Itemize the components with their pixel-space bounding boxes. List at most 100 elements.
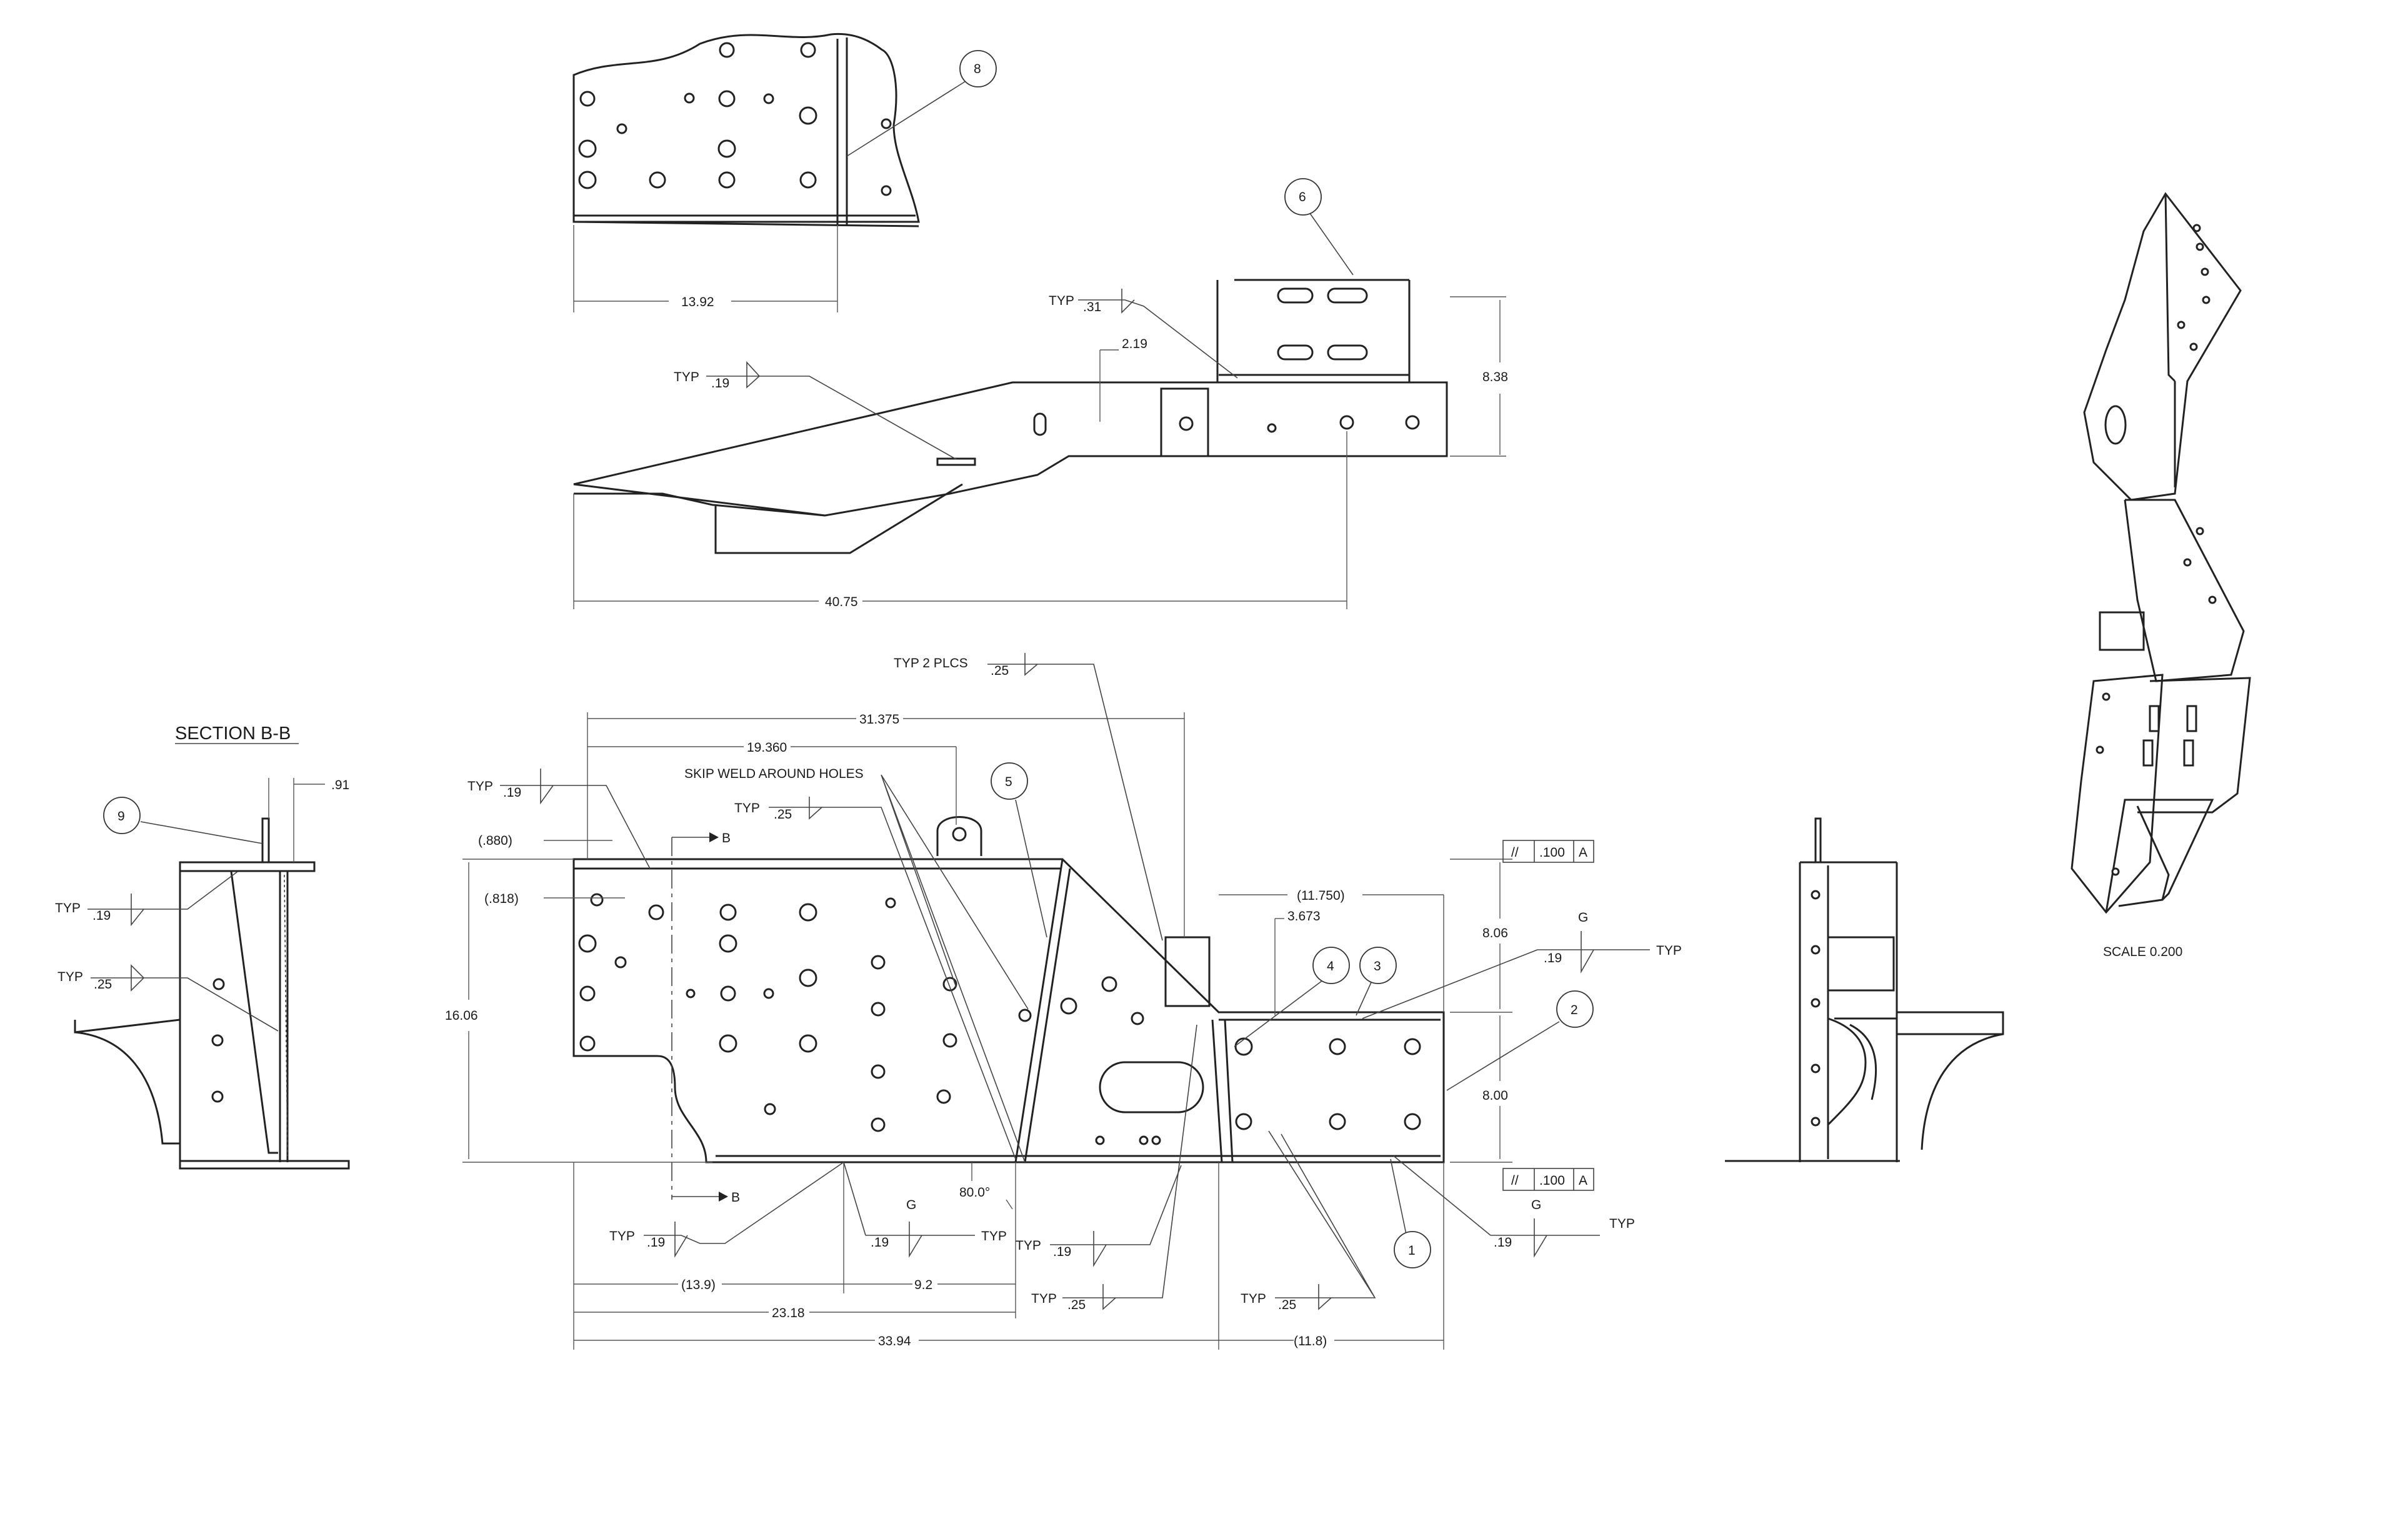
weld-typ-text: TYP — [1656, 944, 1682, 958]
dim-side-offset: 2.19 — [1122, 337, 1147, 351]
weld-size-text: .25 — [1278, 1298, 1296, 1312]
section-bb-view: SECTION B-B .91 9 TYP .19 TY — [55, 724, 350, 1170]
weld-g-text: G — [1531, 1198, 1541, 1212]
balloon-8: 8 — [846, 50, 997, 157]
dim-19360: 19.360 — [747, 740, 787, 755]
balloon-9: 9 — [103, 797, 263, 844]
dim-800: 8.00 — [1482, 1088, 1508, 1103]
top-width-dimension: 13.92 — [573, 225, 838, 312]
weld-typ-text: TYP — [674, 370, 699, 384]
top-view-holes — [578, 42, 892, 196]
weld-size-text: .25 — [1067, 1298, 1086, 1312]
weld-callout-left-19: TYP .19 — [467, 769, 651, 869]
weld-size-text: .19 — [871, 1235, 889, 1250]
side-view-slots — [936, 287, 1420, 466]
dim-806: 8.06 — [1482, 926, 1508, 940]
weld-size-text: .19 — [711, 376, 729, 391]
weld-size-text: .19 — [1053, 1245, 1071, 1259]
section-marker-bottom: B — [672, 1190, 740, 1205]
section-marker-bottom-label: B — [731, 1190, 740, 1205]
side-dimensions: 8.38 2.19 40.75 — [573, 296, 1508, 609]
weld-callout-bottom-19-g: .19 G TYP — [843, 1162, 1007, 1258]
weld-g-text: G — [906, 1198, 916, 1212]
weld-typ-text: TYP — [734, 801, 760, 815]
top-view: 13.92 8 — [572, 32, 997, 312]
weld-typ-text: TYP — [1049, 294, 1074, 308]
section-title: SECTION B-B — [175, 724, 291, 744]
weld-size-text: .19 — [1544, 951, 1562, 965]
weld-size-text: .25 — [774, 807, 792, 822]
skip-weld-note: SKIP WELD AROUND HOLES — [684, 767, 864, 781]
balloon-3: 3 — [1356, 947, 1397, 1016]
weld-callout-bottom-25-b: TYP .25 — [1241, 1130, 1376, 1312]
weld-callout-bottom-19-a: TYP .19 — [609, 1162, 844, 1258]
dim-3673: 3.673 — [1287, 909, 1321, 924]
dim-880: (.880) — [478, 834, 512, 848]
weld-typ-text: TYP — [1609, 1217, 1635, 1231]
weld-size-text: .19 — [647, 1235, 665, 1250]
balloon-1: 1 — [1390, 1158, 1431, 1268]
balloon-6-label: 6 — [1299, 190, 1306, 204]
weld-g-text: G — [1578, 910, 1588, 925]
balloon-6: 6 — [1284, 178, 1354, 276]
weld-typ-text: TYP — [1241, 1292, 1266, 1306]
frame-tolerance: .100 — [1539, 845, 1565, 860]
balloon-4: 4 — [1234, 947, 1350, 1047]
weld-callout-right-19-bottom: .19 G TYP — [1393, 1155, 1635, 1258]
dim-side-length: 40.75 — [825, 595, 858, 609]
weld-size-text: .31 — [1083, 300, 1101, 314]
weld-typ-text: TYP — [981, 1229, 1007, 1243]
dim-2318: 23.18 — [772, 1306, 805, 1320]
weld-typ-text: TYP — [467, 779, 493, 794]
typ-2-plcs-text: TYP 2 PLCS — [894, 656, 968, 670]
dim-3394: 33.94 — [878, 1334, 911, 1348]
isometric-view: SCALE 0.200 — [2071, 192, 2251, 959]
dim-side-height: 8.38 — [1482, 370, 1508, 384]
weld-typ-text: TYP — [1016, 1238, 1041, 1253]
dim-118: (11.8) — [1294, 1334, 1327, 1348]
balloon-4-label: 4 — [1327, 959, 1334, 974]
dim-top-width: 13.92 — [681, 295, 714, 309]
dim-section-offset: .91 — [331, 778, 349, 792]
front-view: B B 31.375 19.360 (.880) (.818) 1 — [445, 653, 1682, 1350]
section-weld-19: TYP .19 — [55, 871, 238, 927]
dim-92: 9.2 — [914, 1278, 932, 1292]
weld-callout-side-19: TYP .19 — [674, 361, 957, 460]
front-bottom-dimensions: (13.9) 9.2 23.18 33.94 (11.8) 80.0° — [573, 1162, 1444, 1350]
weld-callout-side-31: TYP .31 — [1049, 289, 1238, 379]
balloon-1-label: 1 — [1408, 1243, 1416, 1258]
section-marker-top-label: B — [722, 831, 731, 845]
front-view-holes — [578, 816, 1421, 1145]
frame-parallel-symbol: // — [1511, 845, 1519, 860]
balloon-9-label: 9 — [117, 809, 125, 824]
weld-size-text: .25 — [991, 664, 1009, 678]
angle-80-text: 80.0° — [959, 1185, 990, 1200]
feature-frame-bottom: // .100 A — [1502, 1168, 1594, 1191]
weld-callout-25-a: TYP .25 — [734, 797, 1016, 1160]
balloon-5: 5 — [991, 762, 1047, 938]
frame-datum: A — [1579, 845, 1587, 860]
side-view: 8.38 2.19 40.75 TYP .31 TYP .19 6 — [573, 178, 1508, 609]
weld-typ-text: TYP — [55, 901, 81, 915]
dim-31375: 31.375 — [859, 712, 899, 727]
weld-callout-bottom-19-b: TYP .19 — [1016, 1165, 1182, 1267]
weld-typ-text: TYP — [57, 970, 83, 984]
front-top-dimensions: 31.375 19.360 (.880) (.818) 16.06 (11.75… — [445, 712, 1512, 1163]
weld-size-text: .25 — [94, 977, 112, 992]
weld-typ-text: TYP — [609, 1229, 635, 1243]
dim-11750: (11.750) — [1297, 889, 1345, 903]
weld-callout-bottom-25-a: TYP .25 — [1031, 1024, 1197, 1312]
weld-size-text: .19 — [92, 909, 111, 923]
balloon-2: 2 — [1446, 990, 1594, 1091]
frame-parallel-symbol: // — [1511, 1173, 1519, 1188]
balloon-5-label: 5 — [1005, 775, 1012, 789]
weld-size-text: .19 — [1494, 1235, 1512, 1250]
frame-tolerance: .100 — [1539, 1173, 1565, 1188]
section-weld-25: TYP .25 — [57, 964, 279, 1032]
dim-818: (.818) — [484, 892, 519, 906]
weld-callout-right-19-top: .19 G TYP — [1362, 910, 1682, 1019]
weld-typ-text: TYP — [1031, 1292, 1057, 1306]
balloon-3-label: 3 — [1374, 959, 1381, 974]
weld-size-text: .19 — [503, 785, 521, 800]
